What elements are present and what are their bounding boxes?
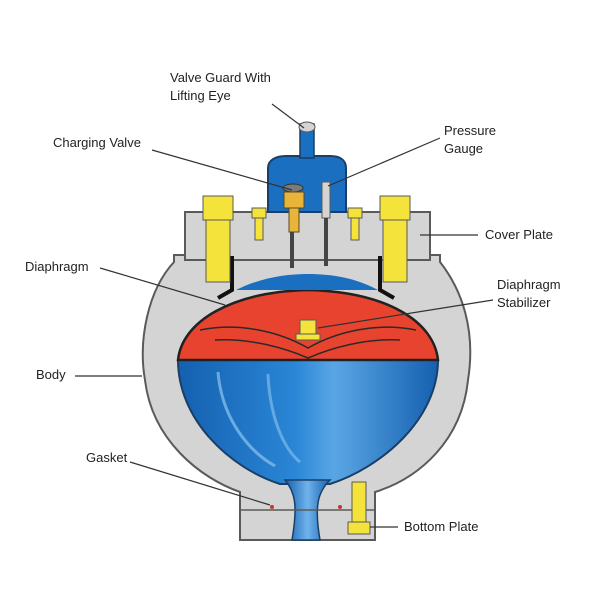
label-gasket: Gasket xyxy=(86,450,128,465)
charging-valve xyxy=(282,183,305,268)
label-diaphragm: Diaphragm xyxy=(25,259,89,274)
cover-bolt-left xyxy=(202,195,234,283)
diaphragm-stabilizer xyxy=(199,319,417,359)
label-diaphragm-stabilizer-line2: Stabilizer xyxy=(497,295,551,310)
label-diaphragm-stabilizer-line1: Diaphragm xyxy=(497,277,561,292)
label-cover-plate: Cover Plate xyxy=(485,227,553,242)
leader-pressure-gauge xyxy=(327,137,441,187)
gasket-marks xyxy=(270,505,342,509)
water-chamber xyxy=(176,359,440,485)
leader-gasket xyxy=(129,461,271,506)
pressure-gauge xyxy=(321,181,331,266)
label-valve-guard-line1: Valve Guard With xyxy=(170,70,271,85)
label-pressure-gauge-line1: Pressure xyxy=(444,123,496,138)
small-bolt-left xyxy=(251,207,267,241)
leader-valve-guard xyxy=(271,103,305,129)
cover-bolt-right xyxy=(379,195,411,283)
label-valve-guard-line2: Lifting Eye xyxy=(170,88,231,103)
small-bolt-right xyxy=(347,207,363,241)
leader-charging-valve xyxy=(151,149,293,191)
label-body: Body xyxy=(36,367,66,382)
diaphragm-clamp xyxy=(217,256,395,300)
leader-diaphragm xyxy=(99,267,226,306)
leader-lines xyxy=(75,103,494,528)
bottom-plate xyxy=(240,481,375,535)
label-charging-valve: Charging Valve xyxy=(53,135,141,150)
leader-diaphragm-stabilizer xyxy=(317,299,494,329)
label-bottom-plate: Bottom Plate xyxy=(404,519,478,534)
label-pressure-gauge-line2: Gauge xyxy=(444,141,483,156)
valve-guard xyxy=(267,121,347,213)
